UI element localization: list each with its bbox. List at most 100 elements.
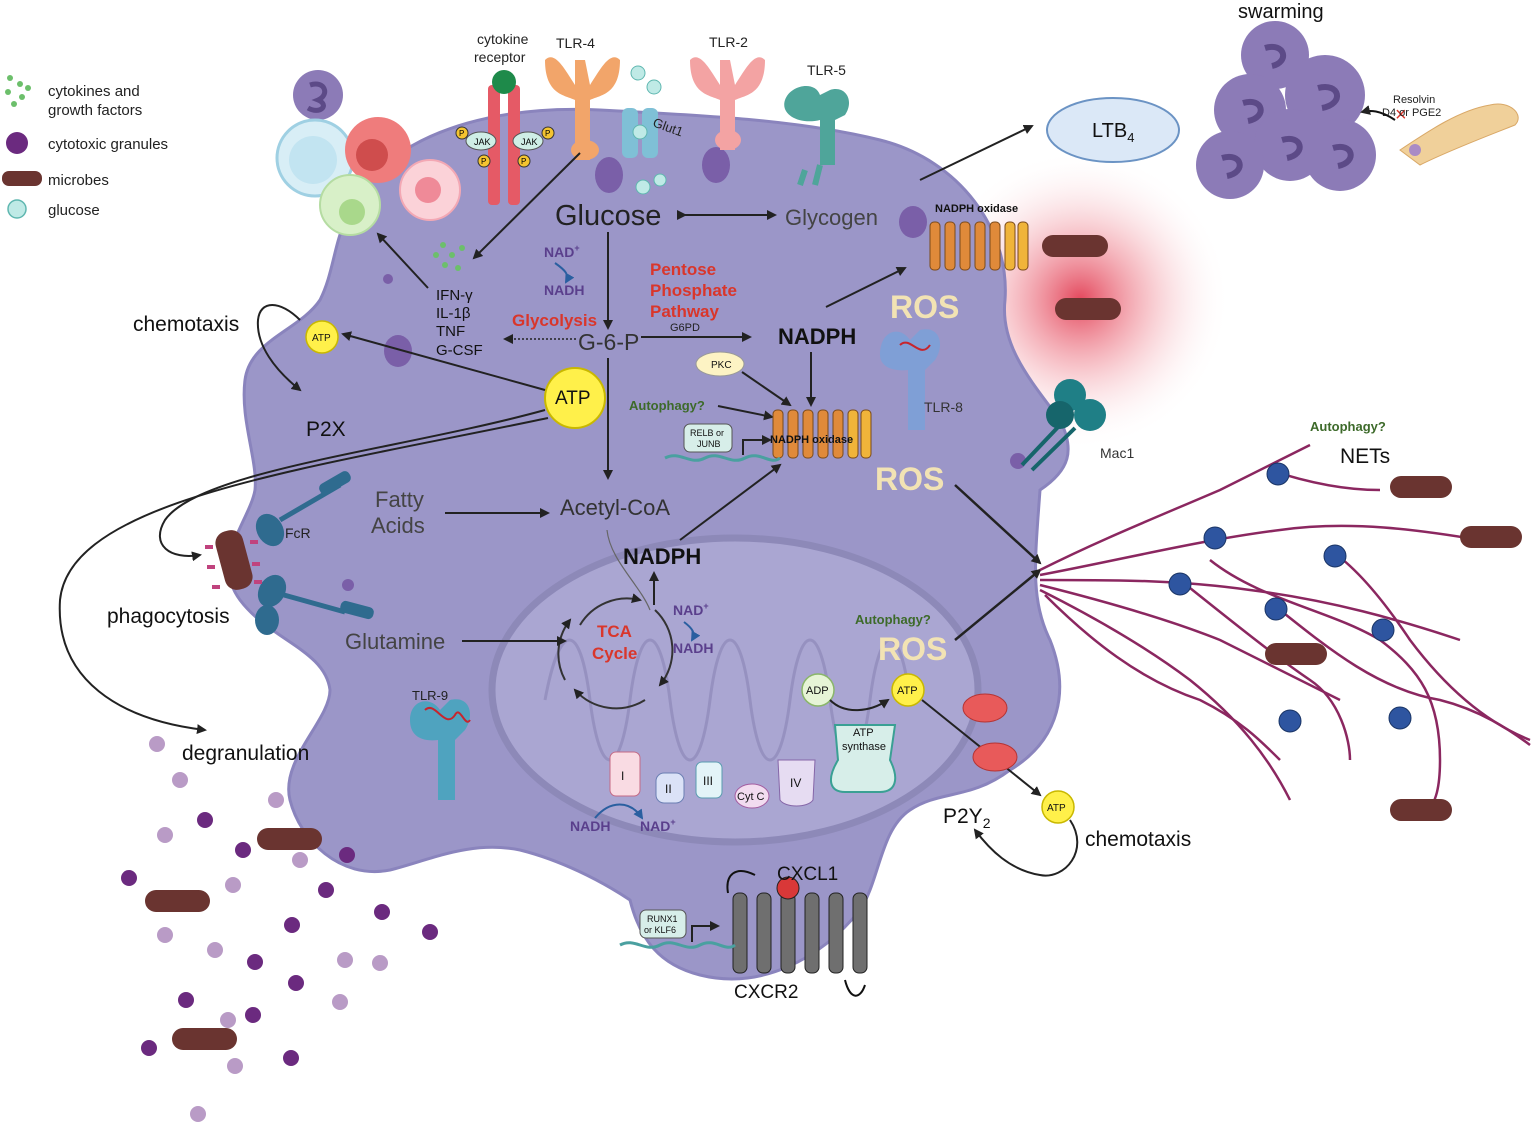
tca-label-l2: Cycle — [592, 644, 637, 663]
complex-ii-label: II — [665, 782, 672, 796]
atp-small-right-label: ATP — [1047, 803, 1066, 814]
tca-cycle-arrows — [557, 593, 674, 710]
cxcl1-label: CXCL1 — [777, 864, 838, 885]
released-granules — [121, 736, 438, 1122]
atp-small-left — [305, 320, 339, 354]
ppp-label-l2: Phosphate — [650, 281, 737, 300]
nadph-label-top: NADPH — [778, 324, 856, 349]
complex-iii — [695, 761, 723, 799]
svg-text:P: P — [481, 157, 486, 166]
ppp-label-l1: Pentose — [650, 260, 716, 279]
dna-strand-bottom — [619, 941, 736, 949]
nadph-oxidase-middle-label: NADPH oxidase — [770, 434, 853, 446]
autophagy-label-3: Autophagy? — [1310, 419, 1386, 434]
legend-granules: cytotoxic granules — [48, 136, 168, 153]
tlr5-label: TLR-5 — [807, 62, 846, 78]
jak-right-label: JAK — [521, 137, 538, 147]
pkc-arrow — [741, 371, 792, 407]
tlr9-receptor — [410, 699, 471, 800]
opsonins — [205, 540, 262, 589]
nadph-oxidase-top-arrow — [825, 267, 907, 308]
microbe — [172, 1028, 237, 1050]
legend-microbes: microbes — [48, 172, 109, 189]
nets-label: NETs — [1340, 445, 1390, 468]
adp-atp-arrow — [829, 698, 890, 712]
cyt-c — [734, 783, 770, 809]
glycolysis-label: Glycolysis — [512, 311, 597, 330]
mac1-label: Mac1 — [1100, 445, 1134, 461]
net-nodes — [1168, 462, 1412, 733]
ltb4-arrow — [919, 124, 1034, 181]
tlr5-receptor — [784, 85, 850, 186]
cytokine-ifng: IFN-γ — [436, 287, 473, 304]
cxcr2-label: CXCR2 — [734, 982, 798, 1003]
degranulation-label: degranulation — [182, 742, 309, 765]
cytokine-receptor-label-l2: receptor — [474, 49, 526, 65]
cytokine-receptor-label-l1: cytokine — [477, 31, 529, 47]
relb-label-l1: RELB or — [690, 428, 724, 438]
ros-bottom-label: ROS — [878, 631, 947, 667]
microbe — [1460, 526, 1522, 548]
chemotaxis-left-label: chemotaxis — [133, 313, 239, 336]
ros-top-label: ROS — [890, 289, 959, 325]
cytokine-gcsf: G-CSF — [436, 342, 483, 359]
complex-iv-label: IV — [790, 776, 801, 790]
nets — [1039, 443, 1531, 811]
fcr-label: FcR — [285, 525, 311, 541]
transcription-arrow-bottom — [691, 921, 720, 942]
complex-iv — [777, 759, 816, 807]
nadph-label-bottom: NADPH — [623, 544, 701, 569]
nadh-tca-label: NADH — [673, 640, 713, 656]
dna-strand-top — [664, 454, 781, 462]
tlr8-receptor — [880, 329, 940, 430]
etc-complexes — [609, 751, 816, 809]
nadph-oxidase-top-label: NADPH oxidase — [935, 203, 1018, 215]
atp-synthase — [829, 724, 897, 793]
cytokine-il1b: IL-1β — [436, 305, 471, 322]
chemotaxis-loop-arrow — [256, 304, 302, 392]
atp-mito-label: ATP — [897, 685, 918, 697]
nad-nadh-arrow — [554, 262, 575, 284]
chemotaxis-right-label: chemotaxis — [1085, 828, 1191, 851]
microbe — [1265, 643, 1327, 665]
ros-middle-label: ROS — [875, 461, 944, 497]
cytokine-list: IFN-γ IL-1β TNF G-CSF — [436, 287, 483, 359]
adp-circle — [801, 673, 835, 707]
svg-text:P: P — [459, 129, 464, 138]
atp-phagocytosis-arrow — [159, 409, 546, 562]
glycogen-label: Glycogen — [785, 205, 878, 230]
nadh-etc-label: NADH — [570, 818, 610, 834]
resolvin-label-l1: Resolvin — [1393, 94, 1435, 106]
tlr2-receptor — [690, 57, 765, 151]
relb-label-l2: JUNB — [697, 439, 721, 449]
ros-nets-arrow-2 — [954, 568, 1042, 641]
mac1-integrin — [1020, 379, 1106, 472]
ltb4-ellipse — [1046, 97, 1180, 163]
cell-granules — [342, 147, 1026, 591]
microbe — [1390, 799, 1452, 821]
nad-plus-label: NAD+ — [544, 243, 580, 260]
cyt-c-label: Cyt C — [737, 791, 765, 803]
immune-cells-cluster — [275, 70, 461, 236]
resolvin-arrow — [1360, 105, 1396, 121]
tca-label-l1: TCA — [597, 622, 632, 641]
fc-receptor — [255, 471, 374, 635]
atp-degranulation-arrow — [58, 417, 549, 735]
legend-cytokines-l2: growth factors — [48, 102, 142, 119]
legend-glucose: glucose — [48, 202, 100, 219]
chemotaxis-right-loop-arrow — [973, 819, 1079, 877]
tlr8-label: TLR-8 — [924, 399, 963, 415]
tlr4-label: TLR-4 — [556, 35, 595, 51]
p2x-label: P2X — [306, 418, 346, 441]
cytokine-tnf: TNF — [436, 323, 465, 340]
cytokine-release-arrow — [376, 232, 429, 289]
etc-nadh-arrow — [594, 803, 644, 820]
legend-cytokines-l1: cytokines and — [48, 83, 140, 100]
atp-small-right — [1041, 790, 1075, 824]
ros-nets-arrow-1 — [954, 484, 1042, 565]
glutamine-label: Glutamine — [345, 629, 445, 654]
complex-ii — [655, 772, 685, 804]
phagocytosed-microbe — [215, 530, 253, 590]
atp-synthase-label-l2: synthase — [842, 741, 886, 753]
complex-iii-label: III — [703, 774, 713, 788]
